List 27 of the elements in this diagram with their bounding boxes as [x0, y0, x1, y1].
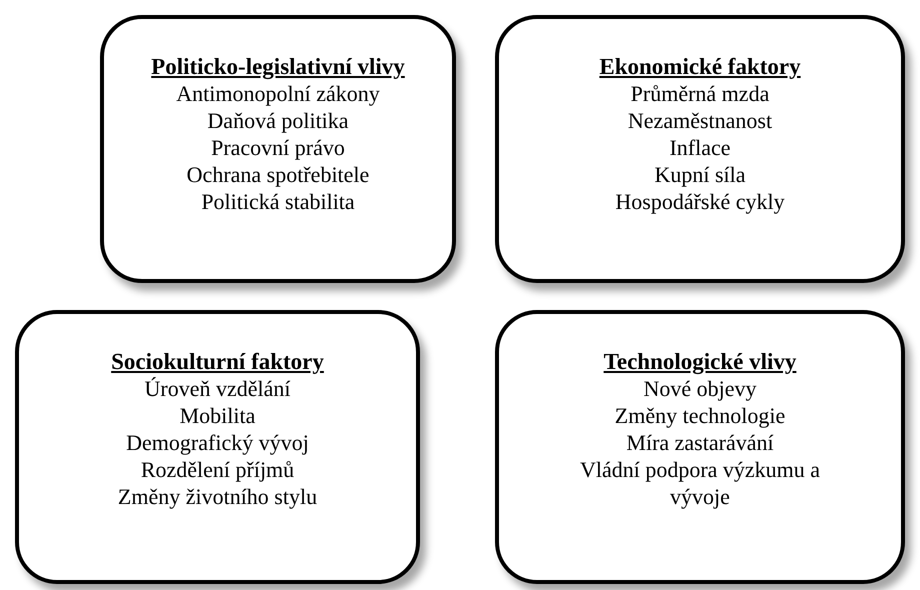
factor-item: Kupní síla — [654, 161, 746, 188]
factor-item: Změny životního stylu — [118, 483, 318, 510]
box-heading: Ekonomické faktory — [599, 53, 801, 80]
factor-item: Demografický vývoj — [126, 429, 309, 456]
factor-item: Nezaměstnanost — [628, 107, 772, 134]
factor-item: Průměrná mzda — [630, 80, 770, 107]
category-box — [495, 310, 905, 584]
category-box — [15, 310, 420, 584]
factor-item: Nové objevy — [643, 375, 757, 402]
category-box — [100, 15, 456, 283]
factor-item: Antimonopolní zákony — [176, 80, 380, 107]
factor-item: Míra zastarávání — [626, 429, 774, 456]
factor-item: Úroveň vzdělání — [144, 375, 290, 402]
factor-item: Politická stabilita — [201, 188, 355, 215]
category-box — [495, 15, 905, 283]
factor-item: Hospodářské cykly — [615, 188, 785, 215]
factor-item: Inflace — [669, 134, 731, 161]
factor-item: Ochrana spotřebitele — [186, 161, 370, 188]
box-heading: Sociokulturní faktory — [111, 348, 324, 375]
box-heading: Politicko-legislativní vlivy — [151, 53, 405, 80]
factor-item: Změny technologie — [614, 402, 786, 429]
factor-item: Rozdělení příjmů — [140, 456, 294, 483]
box-heading: Technologické vlivy — [604, 348, 796, 375]
factor-item: Pracovní právo — [211, 134, 345, 161]
factor-item: Daňová politika — [207, 107, 349, 134]
factor-item: Mobilita — [180, 402, 256, 429]
factor-item: Vládní podpora výzkumu a vývoje — [578, 456, 822, 510]
